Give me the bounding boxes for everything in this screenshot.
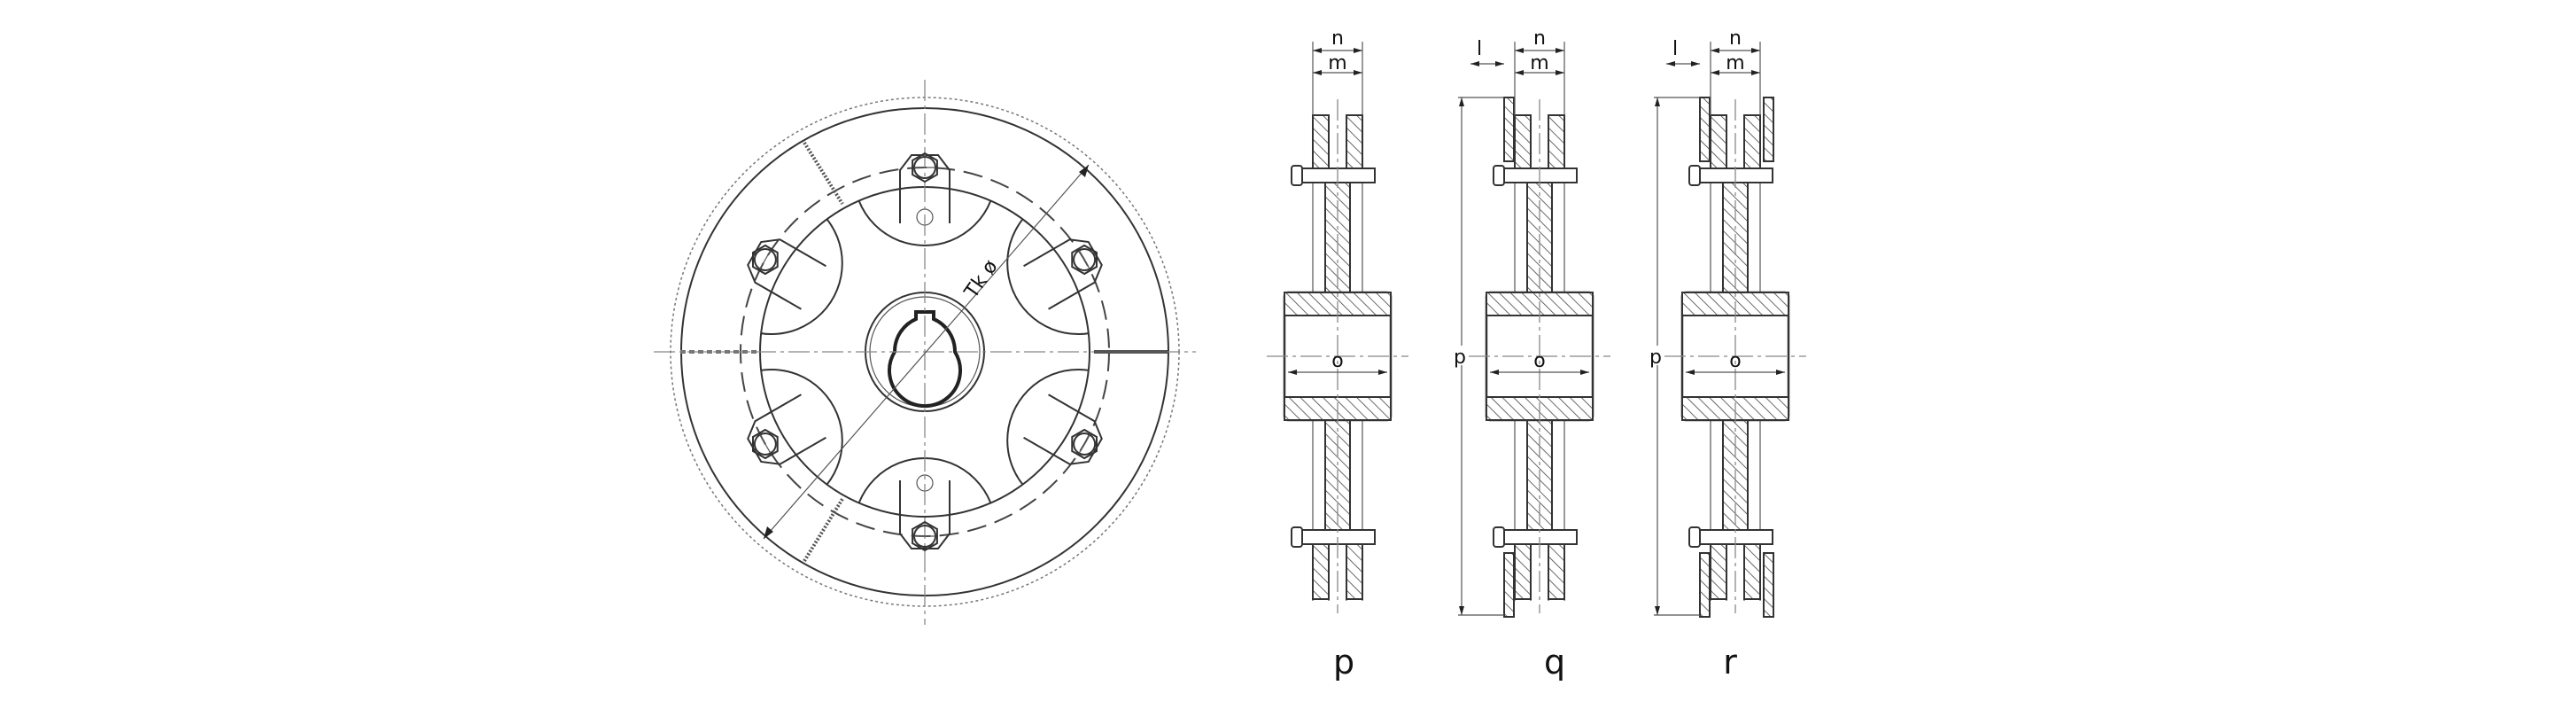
arm-lug: [747, 238, 826, 310]
bolt-icon: [912, 152, 938, 183]
bolt-slot: [759, 434, 772, 454]
side-view-q: o nm l p: [1453, 27, 1610, 618]
dimension-arrow: [1470, 61, 1504, 66]
spider-arm: [899, 480, 950, 549]
spider-arm: [1023, 238, 1103, 310]
bolt-icon: [1071, 244, 1098, 276]
caption-p: p: [1333, 643, 1354, 682]
arm-lug: [1023, 238, 1103, 310]
spider-arm: [747, 238, 826, 310]
spider-arm: [747, 393, 826, 465]
bolts: [751, 152, 1098, 552]
arm-lug: [1023, 393, 1103, 465]
label-bg: [1649, 346, 1664, 365]
dim-m-label: m: [1328, 52, 1346, 74]
scallop-arc: [853, 187, 997, 246]
bolt-hex: [912, 152, 938, 183]
dim-n-label: n: [1331, 27, 1344, 50]
bolt-icon: [751, 428, 779, 460]
dimension-arrow: [1666, 61, 1700, 66]
spider-arms: [747, 154, 1103, 549]
bolt-icon: [751, 244, 779, 276]
bolt-hex: [1071, 428, 1098, 460]
flange-plate: [1503, 97, 1515, 162]
bolt-slot: [759, 250, 772, 269]
front-view: Tk ø: [654, 80, 1196, 625]
bolt-icon: [912, 520, 938, 552]
bolt-hex: [1071, 244, 1098, 276]
caption-q: q: [1544, 643, 1565, 682]
pitch-circle-label: Tk ø: [960, 256, 1003, 303]
caption-r: r: [1723, 643, 1737, 682]
bolt-hex: [912, 520, 938, 552]
side-view-p: o nm: [1267, 27, 1408, 613]
split-line-top: [803, 141, 844, 206]
bolt-icon: [1071, 428, 1098, 460]
bolt-nut: [1493, 526, 1505, 548]
dim-m-label: m: [1726, 52, 1744, 74]
bolt-nut: [1688, 526, 1701, 548]
spider-arm: [1023, 393, 1103, 465]
bolt-nut: [1291, 165, 1303, 186]
label-bg: [1453, 346, 1469, 365]
arm-lug: [747, 393, 826, 465]
bolt-slot: [1078, 434, 1090, 454]
keyed-bore: [888, 310, 962, 408]
flange-plate: [1763, 552, 1774, 618]
flange-plate: [1699, 97, 1711, 162]
dim-m-label: m: [1530, 52, 1548, 74]
bolt-nut: [1291, 526, 1303, 548]
split-line-bottom: [803, 497, 844, 563]
dim-p-label: p: [1649, 347, 1662, 369]
bolt-hex: [751, 428, 779, 460]
flange-plate: [1763, 97, 1774, 162]
dim-o-label: o: [1729, 350, 1741, 372]
diameter-dimension-line: [763, 164, 1090, 540]
dim-n-label: n: [1729, 27, 1742, 50]
bolt-nut: [1688, 165, 1701, 186]
flange-plate: [1699, 552, 1711, 618]
arm-lug: [899, 480, 950, 549]
dim-n-label: n: [1533, 27, 1546, 50]
dim-o-label: o: [1331, 350, 1343, 372]
side-view-r: o nm l p: [1649, 27, 1806, 618]
bolt-hex: [751, 244, 779, 276]
dim-p-label: p: [1454, 347, 1466, 369]
flange-plate: [1503, 552, 1515, 618]
bolt-slot: [1078, 250, 1090, 269]
bolt-nut: [1493, 165, 1505, 186]
dim-o-label: o: [1533, 350, 1545, 372]
dim-l-label: l: [1672, 38, 1678, 60]
dim-l-label: l: [1477, 38, 1482, 60]
